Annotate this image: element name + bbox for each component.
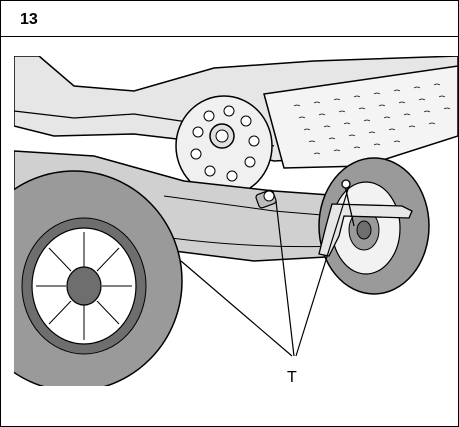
deck-ridge [163, 195, 335, 217]
figure-number: 13 [20, 11, 38, 28]
drum-holes [190, 105, 260, 182]
height-lever [318, 179, 413, 257]
callout-label-t: T [287, 369, 297, 386]
collector-perforations [293, 83, 451, 155]
wheel-spokes [36, 232, 132, 340]
left-wheel-hub [66, 266, 102, 306]
grass-collector [263, 65, 458, 169]
adjustment-knob [255, 189, 277, 209]
mower-deck-illustration [14, 56, 458, 386]
title-divider [1, 36, 458, 37]
callout-leader-lines [180, 185, 350, 357]
